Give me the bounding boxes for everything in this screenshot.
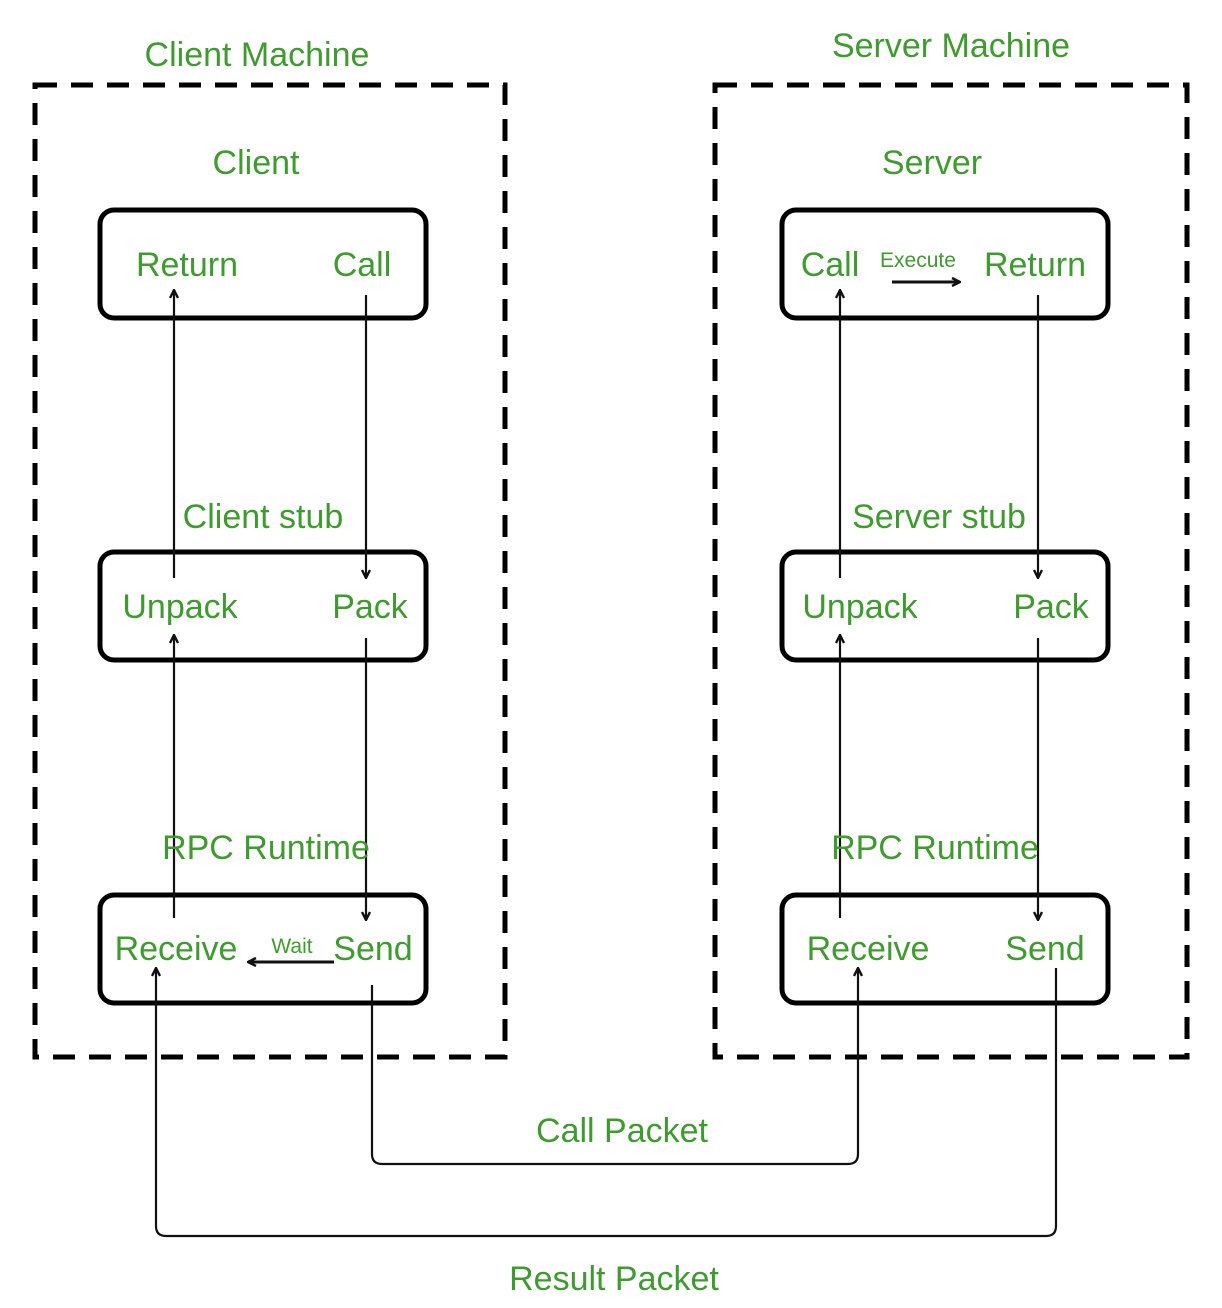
server-stub-title: Server stub	[852, 498, 1026, 536]
server-title: Server	[882, 144, 982, 182]
server-machine-boundary	[712, 82, 1190, 1060]
client-pack-label: Pack	[332, 588, 409, 626]
server-layer-box	[779, 207, 1111, 321]
server-stub-box	[779, 549, 1111, 663]
client-runtime-box	[97, 892, 429, 1006]
server-unpack-label: Unpack	[802, 588, 918, 626]
client-stub-box	[97, 549, 429, 663]
server-receive-label: Receive	[807, 930, 930, 968]
server-machine-title: Server Machine	[832, 27, 1070, 65]
server-execute-label: Execute	[880, 249, 956, 272]
client-send-label: Send	[333, 930, 412, 968]
result-packet-path	[156, 968, 1058, 1238]
server-return-label: Return	[984, 246, 1086, 284]
result-packet-label: Result Packet	[509, 1260, 719, 1298]
client-return-label: Return	[136, 246, 238, 284]
client-call-label: Call	[333, 246, 392, 284]
client-stub-title: Client stub	[183, 498, 344, 536]
server-runtime-box	[779, 892, 1111, 1006]
client-runtime-title: RPC Runtime	[162, 829, 370, 867]
client-layer-box	[97, 207, 429, 321]
call-packet-label: Call Packet	[536, 1112, 709, 1150]
client-unpack-label: Unpack	[122, 588, 238, 626]
server-pack-label: Pack	[1013, 588, 1090, 626]
client-title: Client	[213, 144, 300, 182]
server-send-label: Send	[1005, 930, 1084, 968]
call-packet-path	[370, 968, 858, 1166]
client-machine-boundary	[32, 82, 508, 1060]
client-receive-label: Receive	[115, 930, 238, 968]
client-machine-title: Client Machine	[145, 36, 370, 74]
server-call-label: Call	[801, 246, 860, 284]
client-wait-label: Wait	[271, 935, 312, 958]
server-runtime-title: RPC Runtime	[831, 829, 1039, 867]
